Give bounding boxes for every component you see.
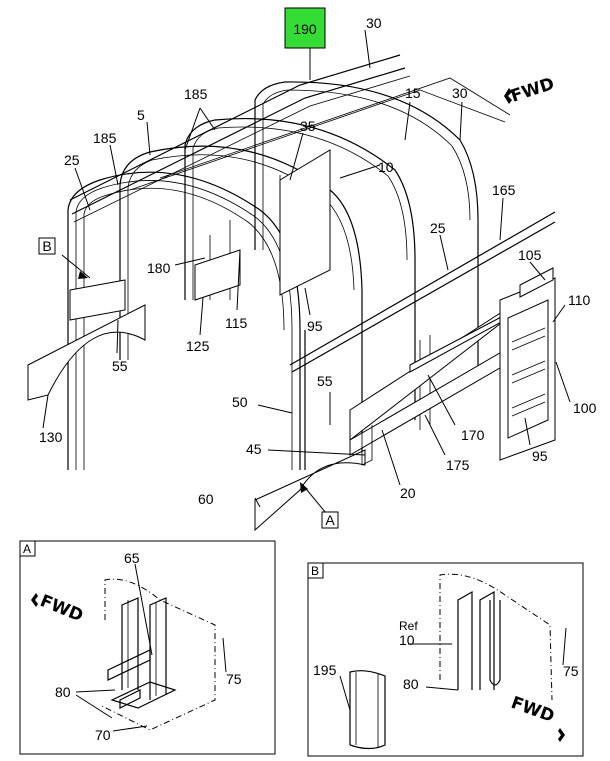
callout-100: 100 <box>573 400 597 416</box>
callout-5: 5 <box>137 107 145 123</box>
callout-50: 50 <box>232 394 248 410</box>
view-marker-b[interactable]: B <box>38 237 88 279</box>
view-marker-b-label: B <box>42 238 51 254</box>
callout-55-left: 55 <box>112 358 128 374</box>
callout-25-right: 25 <box>430 220 446 236</box>
callout-55-mid: 55 <box>317 373 333 389</box>
callout-60: 60 <box>198 491 214 507</box>
detail-a-callout-65: 65 <box>124 550 140 566</box>
callout-175: 175 <box>446 457 470 473</box>
callout-35: 35 <box>300 118 316 134</box>
detail-a-callout-75: 75 <box>226 671 242 687</box>
callout-105: 105 <box>518 247 542 263</box>
detail-b-callout-195: 195 <box>313 662 337 678</box>
callout-165: 165 <box>492 182 516 198</box>
callout-130: 130 <box>39 429 63 445</box>
fwd-arrow-detail-b-icon <box>558 728 565 742</box>
detail-b-callout-80: 80 <box>403 676 419 692</box>
view-marker-a-label: A <box>325 512 335 528</box>
callout-110: 110 <box>568 292 591 308</box>
callout-95-mid: 95 <box>307 318 323 334</box>
bus-body-frame <box>27 54 556 532</box>
callout-10: 10 <box>378 159 394 175</box>
view-marker-a[interactable]: A <box>300 482 339 529</box>
detail-b-callout-10: 10 <box>399 632 415 648</box>
detail-view-b: B Ref 10 195 80 75 FWD <box>307 562 584 757</box>
callout-185-left: 185 <box>93 130 117 146</box>
detail-a-callout-80: 80 <box>55 684 71 700</box>
callout-95-right: 95 <box>532 448 548 464</box>
callout-labels: 30 30 15 185 185 5 35 25 25 10 165 180 1… <box>39 15 597 507</box>
fwd-arrow-detail-a-icon <box>31 593 38 607</box>
callout-115: 115 <box>225 315 248 331</box>
detail-a-title: A <box>23 542 31 556</box>
callout-190-highlight[interactable]: 190 <box>284 7 326 80</box>
callout-30-top: 30 <box>366 15 382 31</box>
callout-170: 170 <box>461 427 485 443</box>
fwd-arrow-main: FWD <box>504 74 557 107</box>
callout-190-label: 190 <box>293 21 317 37</box>
callout-15: 15 <box>405 85 421 101</box>
detail-b-callout-ref: Ref <box>399 619 418 633</box>
detail-view-a: A FWD 65 75 80 70 <box>19 540 276 755</box>
callout-185-top: 185 <box>184 86 208 102</box>
callout-45: 45 <box>246 441 262 457</box>
callout-25-left: 25 <box>64 152 80 168</box>
fwd-label-main: FWD <box>508 74 556 107</box>
detail-a-callout-70: 70 <box>95 727 111 743</box>
detail-b-title: B <box>311 564 319 578</box>
callout-30-right: 30 <box>452 85 468 101</box>
callout-125: 125 <box>186 338 210 354</box>
callout-180: 180 <box>147 260 171 276</box>
leader-lines <box>42 29 571 514</box>
callout-20: 20 <box>400 485 416 501</box>
detail-b-callout-75: 75 <box>563 663 579 679</box>
